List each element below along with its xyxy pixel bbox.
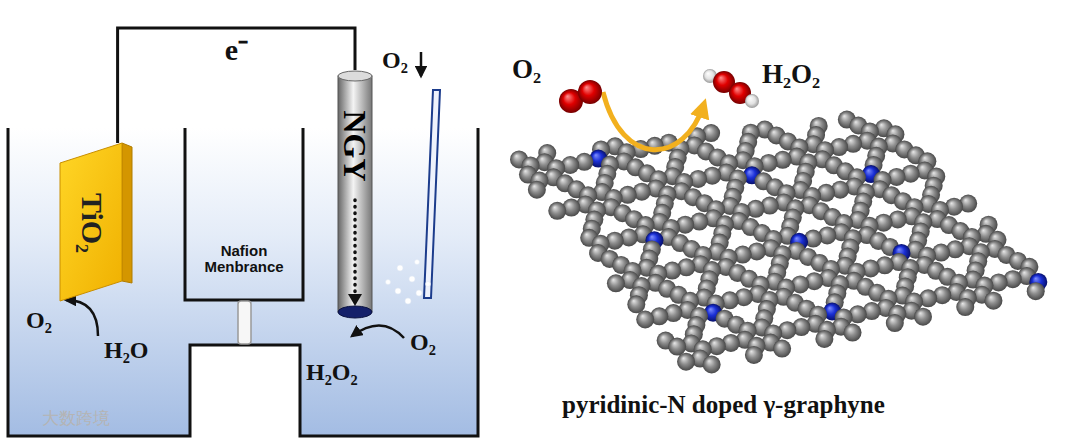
cell-wall [8,128,478,436]
carbon-atom [956,298,974,316]
node-label: NGY [339,110,371,181]
electrode-rod: NGY [336,70,374,320]
membrane [238,301,251,344]
carbon-atom [815,330,833,348]
watermark: 大数跨境 [42,410,110,428]
reaction-arrow [603,92,704,150]
reactant-label: O₂ [512,55,541,83]
carbon-atom [528,181,546,199]
carbon-atom [607,274,625,292]
product-label: H₂O₂ [306,360,358,385]
carbon-atom [703,355,721,373]
carbon-atom [844,324,862,342]
wire [118,28,355,143]
product-label: H₂O₂ [762,60,820,88]
carbon-atom [1027,282,1045,300]
gas-inlet-tube [424,90,440,298]
node-label: TiO₂ [77,193,107,253]
edge-label: e⁻ [225,34,248,66]
plate-edge [122,143,132,283]
rod-bottom [338,306,372,318]
electrode-rod-outline [336,70,374,320]
reactant-label: O₂ [410,330,436,355]
carbon-atom [745,346,763,364]
gas-label: O₂ [382,48,408,73]
electrode-plate: TiO₂ [60,143,132,301]
flow-dots [353,200,357,292]
carbon-atom [677,353,695,371]
peroxide-molecule [703,69,759,108]
carbon-atom [773,340,791,358]
gas-flow-arrow [420,52,423,76]
oxygen-molecule [559,80,602,113]
gas-bubbles [386,260,431,305]
electrolyte [8,128,478,436]
membrane-label: Nafion Menbrance [189,243,299,275]
flow-arrowhead [348,294,362,306]
carbon-atom [668,338,686,356]
graphyne-lattice [510,111,1047,374]
reaction-arrow [66,300,98,336]
carbon-atom [627,295,645,313]
carbon-atom [914,308,932,326]
reactant-label: H₂O [104,338,149,363]
carbon-atom [636,311,654,329]
carbon-atom [548,202,566,220]
rod-body [338,76,372,312]
product-label: O₂ [26,308,52,333]
cell-divider [185,128,303,300]
carbon-atom [984,292,1002,310]
reaction-arrow [352,325,404,338]
plate-face [60,143,122,301]
caption: pyridinic-N doped γ-graphyne [562,392,885,418]
rod-top [338,71,372,81]
carbon-atom [886,314,904,332]
